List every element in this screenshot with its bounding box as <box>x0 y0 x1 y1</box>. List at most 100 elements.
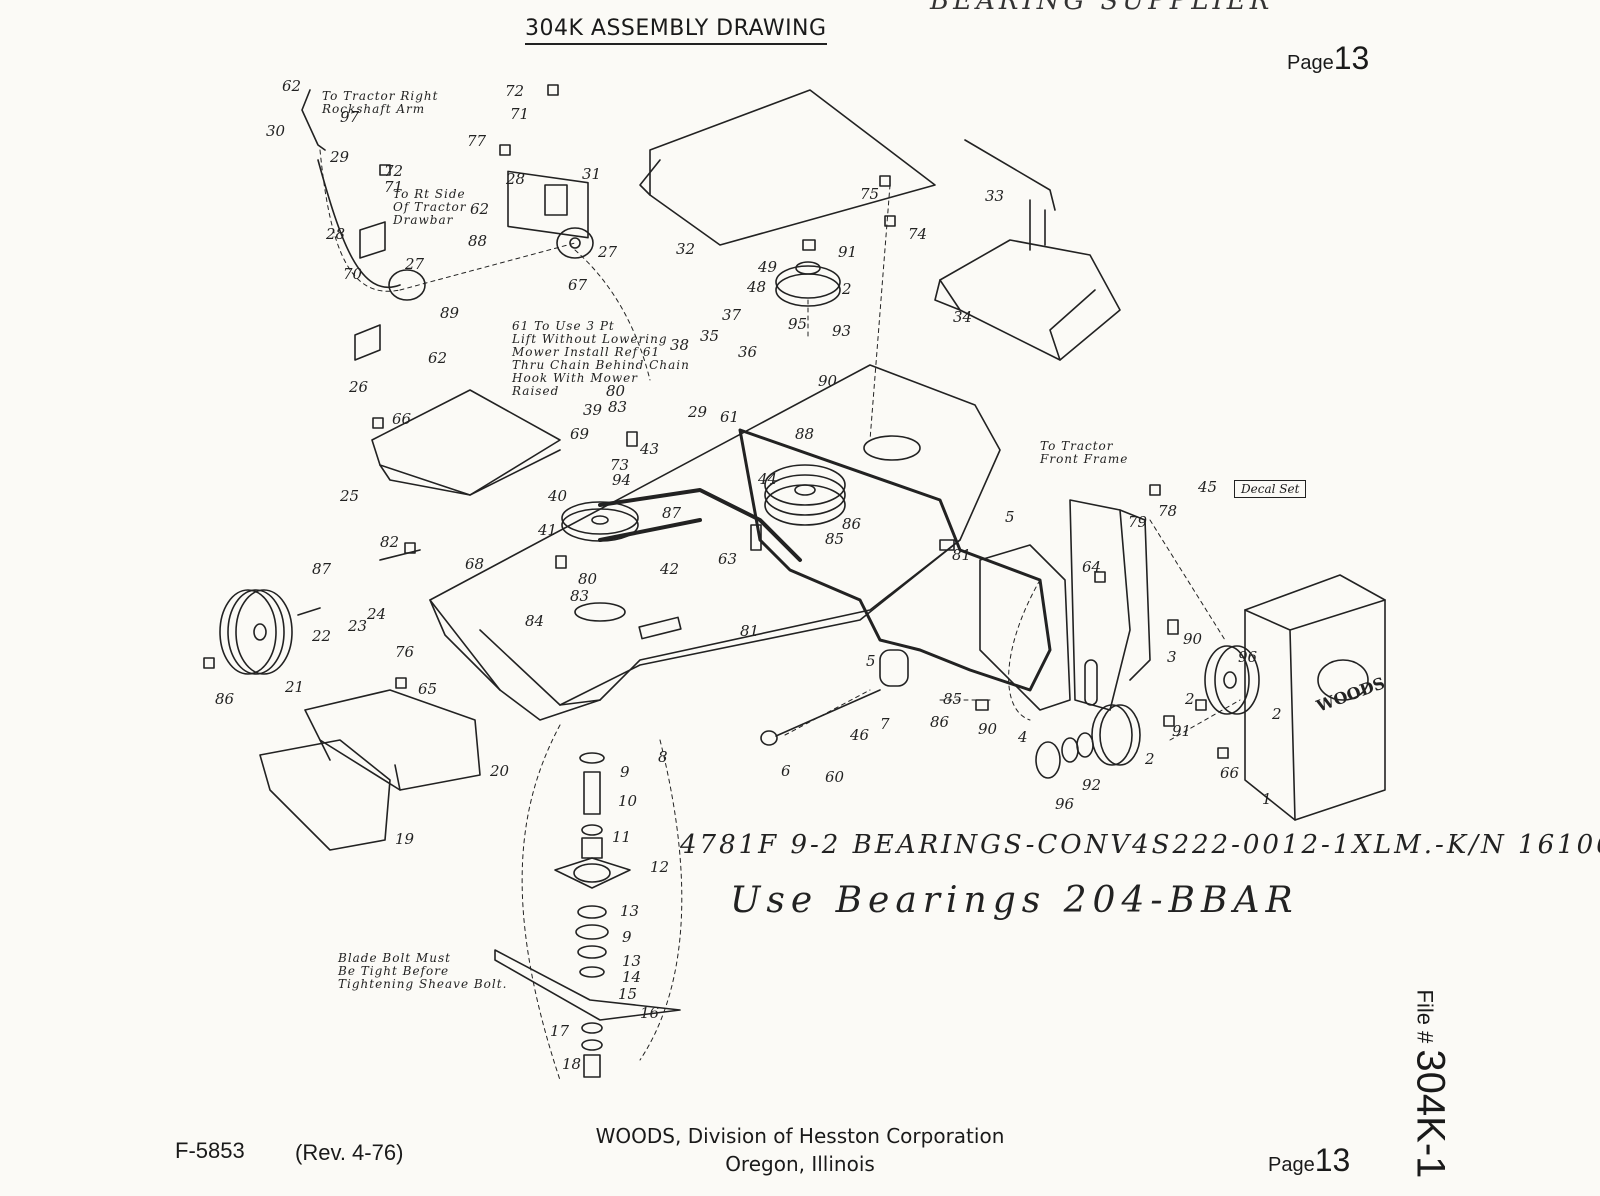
callout-70: 70 <box>343 265 363 283</box>
callout-16: 16 <box>640 1004 660 1022</box>
callout-2a: 2 <box>842 280 852 298</box>
page-number: 13 <box>1333 40 1370 76</box>
callout-2b: 2 <box>1185 690 1195 708</box>
revision-date: (Rev. 4-76) <box>295 1140 404 1165</box>
drawing-title: 304K ASSEMBLY DRAWING <box>525 16 827 45</box>
callout-85a: 85 <box>825 530 845 548</box>
callout-66a: 66 <box>392 410 412 428</box>
callout-32: 32 <box>676 240 696 258</box>
callout-81b: 81 <box>740 622 760 640</box>
callout-10: 10 <box>618 792 638 810</box>
callout-62c: 62 <box>428 349 448 367</box>
callout-44: 44 <box>758 470 778 488</box>
callout-85b: 85 <box>943 690 963 708</box>
callout-62b: 62 <box>470 200 490 218</box>
callout-3: 3 <box>1167 648 1177 666</box>
callout-30: 30 <box>266 122 286 140</box>
callout-8: 8 <box>658 748 668 766</box>
callout-2d: 2 <box>1145 750 1155 768</box>
note-rt-side-drawbar: To Rt Side Of Tractor Drawbar <box>393 187 467 227</box>
callout-46: 46 <box>850 726 870 744</box>
callout-75: 75 <box>860 185 880 203</box>
callout-14: 14 <box>622 968 642 986</box>
callout-86c: 86 <box>930 713 950 731</box>
callout-5a: 5 <box>1005 508 1015 526</box>
callout-64: 64 <box>1082 558 1102 576</box>
callout-42: 42 <box>660 560 680 578</box>
frame-plates-3-4 <box>979 499 1151 711</box>
callout-33: 33 <box>985 187 1005 205</box>
callout-72a: 72 <box>505 82 525 100</box>
callout-35: 35 <box>700 327 720 345</box>
callout-24: 24 <box>367 605 387 623</box>
callout-38: 38 <box>670 336 690 354</box>
rear-shield-19 <box>259 739 391 851</box>
mower-deck <box>429 364 1001 721</box>
hitch-brackets <box>301 89 594 361</box>
callout-9a: 9 <box>620 763 630 781</box>
callout-25: 25 <box>340 487 360 505</box>
callout-21: 21 <box>285 678 305 696</box>
callout-62: 62 <box>282 77 302 95</box>
callout-90c: 90 <box>978 720 998 738</box>
callout-93: 93 <box>832 322 852 340</box>
callout-96b: 96 <box>1055 795 1075 813</box>
callout-12: 12 <box>650 858 670 876</box>
callout-29b: 29 <box>688 403 708 421</box>
callout-43: 43 <box>640 440 660 458</box>
callout-90a: 90 <box>818 372 838 390</box>
callout-13a: 13 <box>620 902 640 920</box>
callout-23: 23 <box>348 617 368 635</box>
callout-18: 18 <box>562 1055 582 1073</box>
callout-29a: 29 <box>330 148 350 166</box>
callout-28a: 28 <box>506 170 526 188</box>
form-number: F-5853 <box>175 1138 245 1163</box>
callout-19: 19 <box>395 830 415 848</box>
callout-89: 89 <box>440 304 460 322</box>
callout-27a: 27 <box>405 255 425 273</box>
page-label: Page <box>1287 52 1334 74</box>
company-line: WOODS, Division of Hesston Corporation <box>595 1124 1005 1148</box>
sheave-44 <box>764 464 846 526</box>
hardware-bolts <box>203 84 1229 759</box>
callout-37: 37 <box>722 306 742 324</box>
callout-97: 97 <box>340 108 360 126</box>
callout-17: 17 <box>550 1022 570 1040</box>
page-label: Page <box>1268 1154 1315 1176</box>
location-line: Oregon, Illinois <box>725 1152 875 1176</box>
callout-13b: 13 <box>622 952 642 970</box>
callout-71a: 71 <box>510 105 530 123</box>
callout-49: 49 <box>758 258 778 276</box>
callout-92: 92 <box>1082 776 1102 794</box>
callout-95: 95 <box>788 315 808 333</box>
file-label: File # <box>1412 989 1438 1044</box>
callout-9b: 9 <box>622 928 632 946</box>
callout-20: 20 <box>490 762 510 780</box>
callout-26: 26 <box>349 378 369 396</box>
callout-39: 39 <box>583 401 603 419</box>
callout-83a: 83 <box>608 398 628 416</box>
file-number: File # 304K-1 <box>1408 989 1453 1179</box>
sheave-48 <box>775 261 841 307</box>
callout-73: 73 <box>610 456 630 474</box>
callout-79: 79 <box>1128 513 1148 531</box>
callout-27b: 27 <box>598 243 618 261</box>
callout-91a: 91 <box>838 243 858 261</box>
note-tractor-front-frame: To Tractor Front Frame <box>1040 439 1129 466</box>
bearing-note: 4781F 9-2 BEARINGS-CONV4S222-0012-1XLM.-… <box>680 830 1600 860</box>
callout-72b: 72 <box>384 162 404 180</box>
callout-60: 60 <box>825 768 845 786</box>
callout-1: 1 <box>1262 790 1272 808</box>
decal-set-label: Decal Set <box>1234 480 1307 498</box>
callout-45: 45 <box>1198 478 1218 496</box>
callout-82: 82 <box>380 533 400 551</box>
callout-31: 31 <box>582 165 602 183</box>
note-tractor-rockshaft: To Tractor Right Rockshaft Arm <box>322 89 439 116</box>
page-number: 13 <box>1314 1142 1351 1178</box>
callout-86b: 86 <box>215 690 235 708</box>
callout-83b: 83 <box>570 587 590 605</box>
front-shield-25 <box>371 389 561 496</box>
callout-74: 74 <box>908 225 928 243</box>
